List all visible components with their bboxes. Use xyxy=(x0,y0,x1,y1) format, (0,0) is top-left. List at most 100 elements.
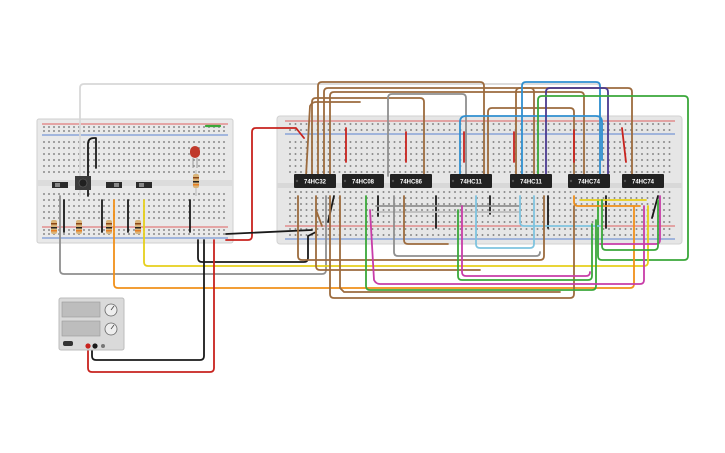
breadboard-hole xyxy=(382,123,385,125)
breadboard-hole xyxy=(213,153,215,155)
breadboard-hole xyxy=(143,147,145,149)
breadboard-hole xyxy=(43,153,45,155)
breadboard-hole xyxy=(404,228,407,230)
ic-chip[interactable]: 74HC32 xyxy=(294,174,336,188)
resistor[interactable] xyxy=(135,220,141,234)
breadboard-hole xyxy=(597,129,599,131)
breadboard-hole xyxy=(344,147,346,149)
slide-switch[interactable] xyxy=(106,182,122,188)
breadboard-hole xyxy=(98,126,100,128)
breadboard-hole xyxy=(123,211,125,213)
breadboard-hole xyxy=(118,147,120,149)
breadboard-hole xyxy=(382,191,385,193)
breadboard-hole xyxy=(344,215,346,217)
ic-chip[interactable]: 74HC74 xyxy=(622,174,664,188)
breadboard-hole xyxy=(349,234,352,236)
breadboard-hole xyxy=(208,199,210,201)
red-led[interactable] xyxy=(190,146,200,168)
breadboard-hole xyxy=(608,209,610,211)
push-button[interactable] xyxy=(75,176,91,190)
breadboard-hole xyxy=(163,217,165,219)
resistor[interactable] xyxy=(76,220,82,234)
breadboard-hole xyxy=(586,129,588,131)
breadboard-hole xyxy=(432,129,434,131)
resistor[interactable] xyxy=(106,220,112,234)
breadboard-hole xyxy=(481,228,484,230)
resistor[interactable] xyxy=(193,170,199,196)
breadboard-hole xyxy=(58,229,60,231)
wire-magenta-2 xyxy=(461,205,591,277)
slide-switch[interactable] xyxy=(136,182,152,188)
breadboard-hole xyxy=(503,215,506,217)
breadboard-hole xyxy=(168,130,170,132)
ic-chips: 74HC32 74HC08 74HC86 74HC11 74HC11 74HC7… xyxy=(294,174,664,188)
breadboard-hole xyxy=(635,191,638,193)
breadboard-hole xyxy=(183,159,185,161)
breadboard-hole xyxy=(93,233,95,235)
breadboard-hole xyxy=(663,221,665,223)
positive-terminal[interactable] xyxy=(92,343,98,349)
breadboard-hole xyxy=(630,153,632,155)
breadboard-hole xyxy=(525,129,528,131)
breadboard-hole xyxy=(338,123,341,125)
breadboard-hole xyxy=(608,159,610,161)
breadboard-hole xyxy=(203,229,205,231)
wire-brown-3 xyxy=(329,91,585,177)
breadboard-hole xyxy=(459,191,462,193)
breadboard-hole xyxy=(344,153,346,155)
breadboard-hole xyxy=(113,126,115,128)
power-switch[interactable] xyxy=(63,341,73,346)
breadboard-hole xyxy=(344,209,346,211)
breadboard-hole xyxy=(198,229,200,231)
breadboard-hole xyxy=(98,205,100,207)
breadboard-hole xyxy=(294,228,297,230)
slide-switch[interactable] xyxy=(52,182,68,188)
breadboard-hole xyxy=(421,209,423,211)
ic-chip[interactable]: 74HC11 xyxy=(510,174,552,188)
negative-terminal[interactable] xyxy=(85,343,91,349)
breadboard-hole xyxy=(509,203,511,205)
breadboard-hole xyxy=(322,141,324,143)
breadboard-hole xyxy=(569,165,572,167)
breadboard-hole xyxy=(404,191,407,193)
dc-power-supply[interactable] xyxy=(58,297,125,351)
ic-chip[interactable]: 74HC08 xyxy=(342,174,384,188)
resistor[interactable] xyxy=(51,220,57,234)
breadboard-hole xyxy=(58,217,60,219)
breadboard-hole xyxy=(123,153,125,155)
breadboard-hole xyxy=(608,123,610,125)
breadboard-hole xyxy=(635,197,638,199)
left-breadboard[interactable] xyxy=(36,118,234,244)
breadboard-hole xyxy=(536,203,539,205)
breadboard-hole xyxy=(432,191,434,193)
ic-chip-label: 74HC86 xyxy=(400,180,423,186)
breadboard-hole xyxy=(163,199,165,201)
breadboard-hole xyxy=(514,234,517,236)
breadboard-hole xyxy=(289,191,291,193)
breadboard-hole xyxy=(158,199,160,201)
breadboard-hole xyxy=(98,165,100,167)
breadboard-hole xyxy=(641,141,643,143)
breadboard-hole xyxy=(338,147,341,149)
breadboard-hole xyxy=(641,215,643,217)
breadboard-hole xyxy=(366,197,368,199)
wire-brown-bottom-3 xyxy=(329,195,575,299)
breadboard-hole xyxy=(399,203,401,205)
breadboard-hole xyxy=(454,159,456,161)
breadboard-hole xyxy=(525,147,528,149)
breadboard-hole xyxy=(355,191,357,193)
breadboard-hole xyxy=(163,171,165,173)
ic-chip[interactable]: 74HC86 xyxy=(390,174,432,188)
breadboard-hole xyxy=(322,215,324,217)
breadboard-hole xyxy=(558,171,561,173)
wire-gray-bottom xyxy=(59,195,327,275)
breadboard-hole xyxy=(158,165,160,167)
breadboard-hole xyxy=(437,153,440,155)
breadboard-hole xyxy=(193,199,195,201)
breadboard-hole xyxy=(580,215,583,217)
breadboard-hole xyxy=(641,147,643,149)
breadboard-hole xyxy=(525,171,528,173)
breadboard-hole xyxy=(148,217,150,219)
ic-chip[interactable]: 74HC11 xyxy=(450,174,492,188)
ic-chip[interactable]: 74HC74 xyxy=(568,174,610,188)
